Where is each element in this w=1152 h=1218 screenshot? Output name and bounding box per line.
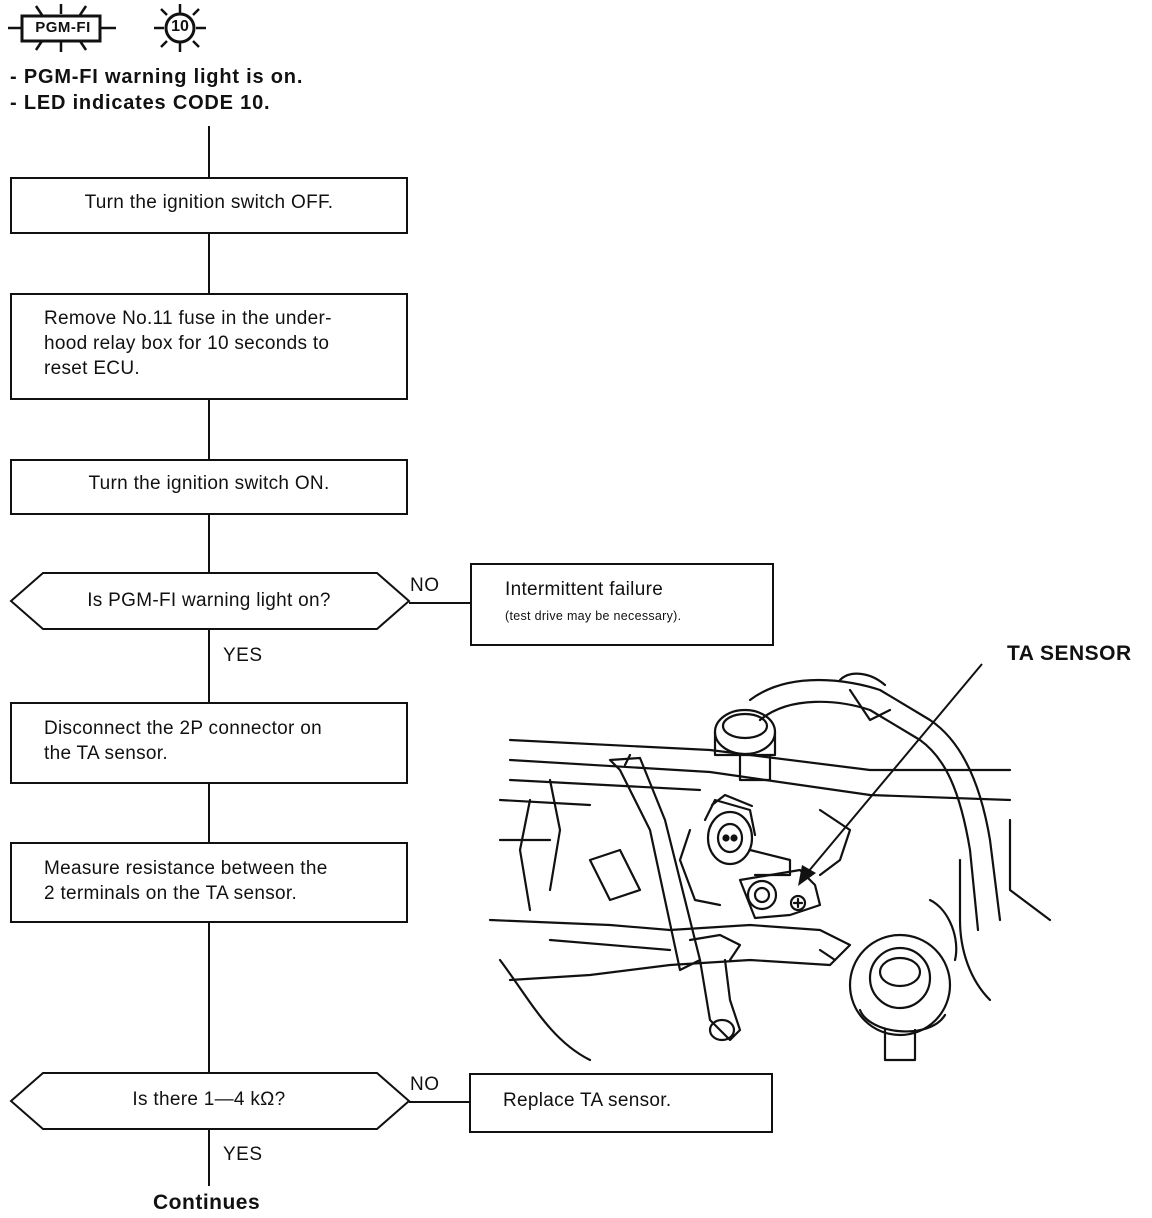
- connector-line: [208, 514, 210, 574]
- ta-sensor-engine-illustration: [488, 672, 1052, 1062]
- pgm-fi-indicator-icon: [8, 4, 116, 52]
- yes-label: YES: [223, 1144, 263, 1165]
- led-indicator-icon: [154, 4, 206, 52]
- step-box-measure: [10, 842, 408, 923]
- step-text-line: Remove No.11 fuse in the under-: [44, 308, 332, 329]
- result-note: (test drive may be necessary).: [505, 609, 682, 623]
- connector-line: [208, 233, 210, 294]
- step-text: Turn the ignition switch ON.: [88, 473, 330, 494]
- ta-sensor-callout-line: [798, 663, 983, 886]
- header-note-2: - LED indicates CODE 10.: [10, 92, 271, 114]
- step-text-line: Disconnect the 2P connector on: [44, 718, 322, 739]
- decision-shape-warning-light: [9, 572, 411, 630]
- connector-line: [208, 126, 210, 178]
- step-text-line: reset ECU.: [44, 358, 140, 379]
- step-box-ignition-off: [10, 177, 408, 234]
- step-box-disconnect: [10, 702, 408, 784]
- continues-label: Continues: [153, 1191, 261, 1214]
- step-box-remove-fuse: [10, 293, 408, 400]
- result-box-intermittent: [470, 563, 774, 646]
- result-title: Intermittent failure: [505, 579, 664, 600]
- connector-line: [208, 922, 210, 1073]
- result-box-replace-sensor: [469, 1073, 773, 1133]
- ta-sensor-callout-label: TA SENSOR: [1007, 642, 1132, 665]
- connector-line: [208, 1130, 210, 1186]
- no-label: NO: [410, 575, 440, 596]
- no-label: NO: [410, 1074, 440, 1095]
- step-text-line: the TA sensor.: [44, 743, 168, 764]
- connector-line: [208, 629, 210, 703]
- step-box-ignition-on: [10, 459, 408, 515]
- connector-line: [208, 783, 210, 843]
- yes-label: YES: [223, 645, 263, 666]
- connector-line: [208, 399, 210, 460]
- step-text-line: Measure resistance between the: [44, 858, 328, 879]
- result-title: Replace TA sensor.: [503, 1090, 672, 1111]
- header-note-1: - PGM-FI warning light is on.: [10, 66, 304, 88]
- step-text-line: hood relay box for 10 seconds to: [44, 333, 330, 354]
- step-text: Turn the ignition switch OFF.: [84, 192, 334, 213]
- decision-shape-resistance: [9, 1072, 411, 1130]
- decision-text: Is there 1—4 kΩ?: [132, 1089, 286, 1110]
- led-code-label: 10: [171, 18, 189, 35]
- decision-text: Is PGM-FI warning light on?: [87, 590, 331, 611]
- connector-line: [409, 602, 471, 604]
- pgm-fi-indicator-label: PGM-FI: [35, 19, 91, 36]
- connector-line: [409, 1101, 471, 1103]
- step-text-line: 2 terminals on the TA sensor.: [44, 883, 298, 904]
